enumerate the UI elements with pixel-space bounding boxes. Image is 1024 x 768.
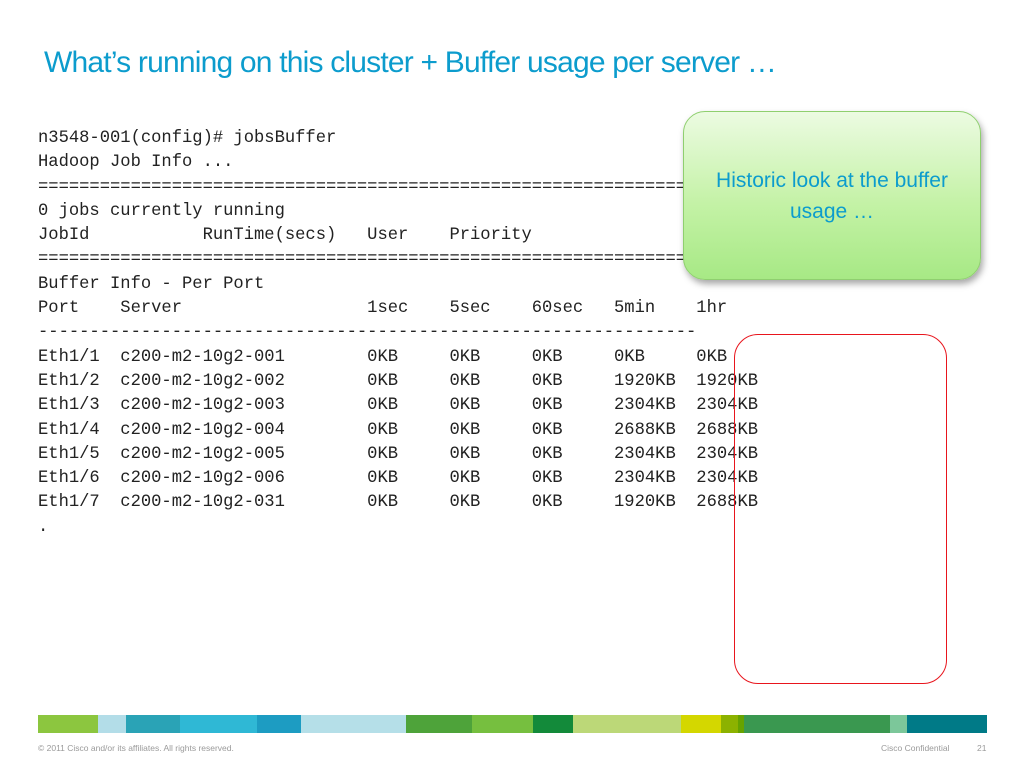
- color-band-segment: [744, 715, 891, 733]
- terminal-separator: ========================================…: [38, 177, 697, 197]
- buffer-table-row: Eth1/6 c200-m2-10g2-006 0KB 0KB 0KB 2304…: [38, 469, 759, 489]
- copyright-text: © 2011 Cisco and/or its affiliates. All …: [38, 743, 234, 753]
- color-band-segment: [97, 715, 127, 733]
- color-band-segment: [573, 715, 681, 733]
- terminal-line: 0 jobs currently running: [38, 201, 285, 221]
- highlight-box: [734, 334, 947, 684]
- confidential-label: Cisco Confidential: [881, 743, 950, 753]
- color-band: [38, 715, 987, 733]
- terminal-line: .: [38, 517, 49, 537]
- color-band-segment: [680, 715, 722, 733]
- color-band-segment: [406, 715, 472, 733]
- callout-box: Historic look at the buffer usage …: [683, 111, 981, 280]
- callout-text: Historic look at the buffer usage …: [716, 168, 948, 223]
- page-number: 21: [977, 743, 987, 753]
- buffer-table-row: Eth1/1 c200-m2-10g2-001 0KB 0KB 0KB 0KB …: [38, 347, 728, 367]
- buffer-table-row: Eth1/5 c200-m2-10g2-005 0KB 0KB 0KB 2304…: [38, 444, 759, 464]
- color-band-segment: [471, 715, 534, 733]
- color-band-segment: [126, 715, 181, 733]
- job-table-header: JobId RunTime(secs) User Priority: [38, 226, 532, 246]
- color-band-segment: [533, 715, 574, 733]
- buffer-table-row: Eth1/7 c200-m2-10g2-031 0KB 0KB 0KB 1920…: [38, 493, 759, 513]
- terminal-separator: ========================================…: [38, 250, 697, 270]
- color-band-segment: [721, 715, 739, 733]
- slide-title: What’s running on this cluster + Buffer …: [44, 46, 777, 79]
- color-band-segment: [890, 715, 908, 733]
- color-band-segment: [256, 715, 301, 733]
- color-band-segment: [907, 715, 987, 733]
- terminal-output: n3548-001(config)# jobsBuffer Hadoop Job…: [38, 127, 758, 540]
- buffer-table-row: Eth1/2 c200-m2-10g2-002 0KB 0KB 0KB 1920…: [38, 371, 759, 391]
- color-band-segment: [300, 715, 407, 733]
- buffer-table-header: Port Server 1sec 5sec 60sec 5min 1hr: [38, 299, 728, 319]
- buffer-table-row: Eth1/3 c200-m2-10g2-003 0KB 0KB 0KB 2304…: [38, 396, 759, 416]
- terminal-line: n3548-001(config)# jobsBuffer: [38, 129, 337, 148]
- color-band-segment: [738, 715, 745, 733]
- terminal-line: Buffer Info - Per Port: [38, 274, 265, 294]
- color-band-segment: [38, 715, 98, 733]
- terminal-line: Hadoop Job Info ...: [38, 153, 234, 173]
- buffer-table-row: Eth1/4 c200-m2-10g2-004 0KB 0KB 0KB 2688…: [38, 420, 759, 440]
- color-band-segment: [180, 715, 257, 733]
- terminal-separator: ----------------------------------------…: [38, 323, 697, 343]
